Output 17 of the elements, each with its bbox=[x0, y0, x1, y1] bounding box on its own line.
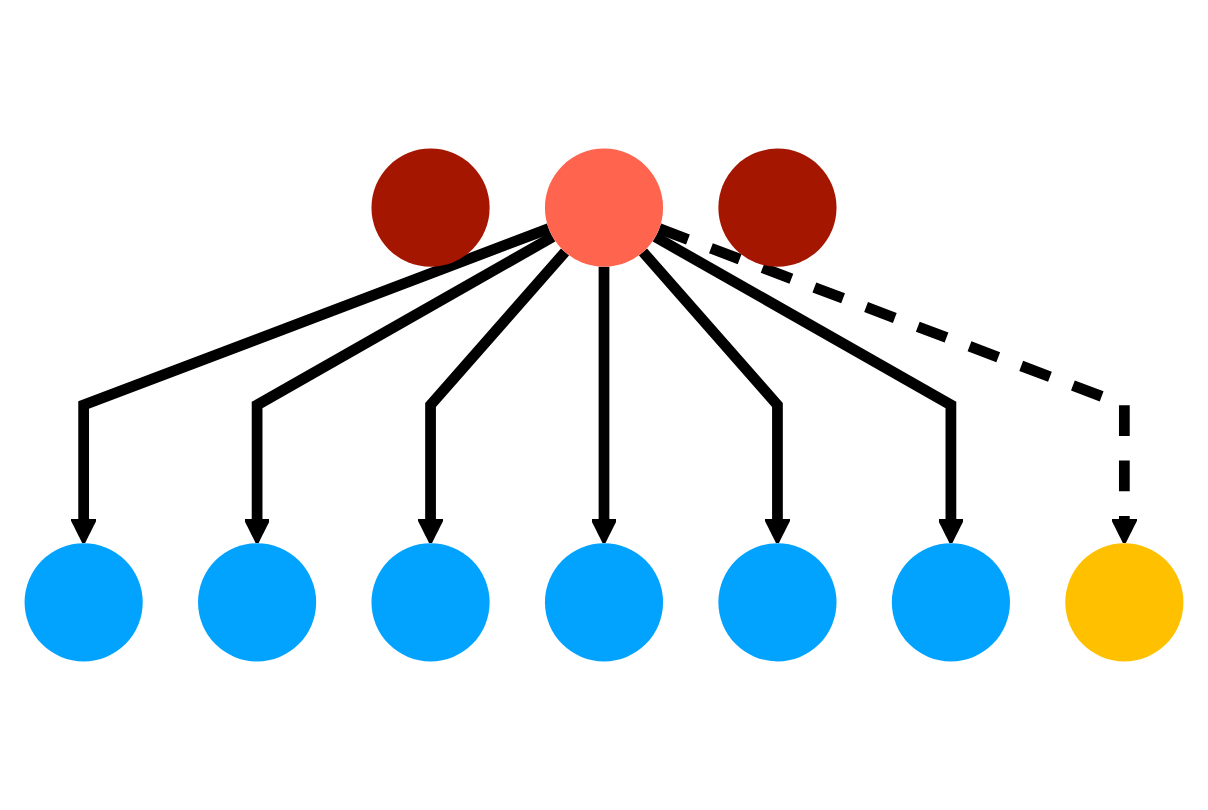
node-ellipse bbox=[718, 543, 837, 662]
arrow bbox=[652, 232, 965, 545]
arrow bbox=[657, 223, 1138, 545]
node-ellipse bbox=[891, 543, 1010, 662]
node-ellipse bbox=[1065, 543, 1184, 662]
arrow bbox=[70, 223, 551, 545]
node-ellipse bbox=[198, 543, 317, 662]
arrow bbox=[638, 248, 791, 545]
node-ellipse bbox=[371, 148, 490, 267]
node-ellipse bbox=[544, 148, 664, 267]
node-ellipse bbox=[718, 148, 837, 267]
node-ellipse bbox=[544, 543, 664, 662]
arrow bbox=[417, 248, 570, 545]
node-ellipse bbox=[371, 543, 490, 662]
arrow bbox=[243, 232, 556, 545]
arrow bbox=[590, 266, 618, 545]
node-ellipse bbox=[24, 543, 143, 662]
